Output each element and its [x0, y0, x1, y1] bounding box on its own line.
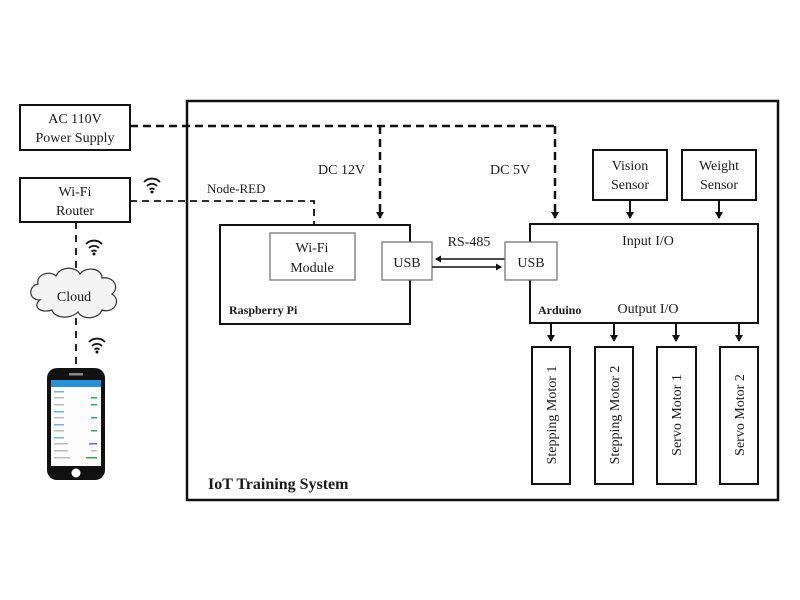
power-supply-block: AC 110V Power Supply — [19, 104, 131, 151]
stepping-motor-1-block: Stepping Motor 1 — [531, 346, 571, 485]
vision-sensor-label-1: Vision — [612, 159, 649, 174]
power-line — [130, 124, 559, 219]
wifi-router-block: Wi-Fi Router — [19, 177, 131, 223]
vision-sensor-block: Vision Sensor — [592, 149, 668, 201]
arduino-usb-label: USB — [517, 256, 544, 271]
wifi-icon — [143, 177, 161, 194]
cloud-icon — [30, 267, 117, 319]
router-label-1: Wi-Fi — [59, 185, 92, 200]
servo-motor-1-block: Servo Motor 1 — [656, 346, 697, 485]
raspberry-pi-label: Raspberry Pi — [229, 303, 298, 317]
power-supply-label-2: Power Supply — [36, 131, 115, 146]
iot-training-system-boundary — [185, 99, 780, 502]
arduino-usb-port: USB — [504, 241, 558, 281]
dc5v-label: DC 5V — [490, 163, 530, 178]
router-label-2: Router — [56, 204, 94, 219]
power-supply-label-1: AC 110V — [48, 112, 102, 127]
cloud-label: Cloud — [57, 290, 91, 305]
wifi-icon — [85, 239, 103, 256]
raspberry-pi-usb-port: USB — [381, 241, 433, 281]
system-title: IoT Training System — [208, 476, 349, 493]
rs485-label: RS-485 — [448, 235, 491, 250]
phone-app-header — [51, 380, 101, 387]
weight-sensor-label-1: Weight — [699, 159, 739, 174]
actuator-arrows — [547, 323, 743, 342]
wifi-module-label-2: Module — [290, 261, 334, 276]
output-io-label: Output I/O — [617, 302, 678, 317]
vision-sensor-label-2: Sensor — [611, 178, 649, 193]
input-io-label: Input I/O — [622, 234, 674, 249]
servo-motor-2-block: Servo Motor 2 — [719, 346, 759, 485]
weight-sensor-label-2: Sensor — [700, 178, 738, 193]
wifi-module-label-1: Wi-Fi — [296, 241, 329, 256]
stepping-motor-2-label: Stepping Motor 2 — [608, 366, 623, 465]
sensor-arrows — [626, 200, 723, 219]
dc12v-label: DC 12V — [318, 163, 365, 178]
arduino-block: Input I/O Output I/O Arduino — [529, 223, 759, 324]
rs485-link — [432, 255, 505, 271]
servo-motor-1-label: Servo Motor 1 — [670, 374, 685, 456]
node-red-label: Node-RED — [207, 181, 266, 196]
rpi-usb-label: USB — [393, 256, 420, 271]
stepping-motor-2-block: Stepping Motor 2 — [594, 346, 634, 485]
node-red-link — [130, 200, 315, 225]
smartphone-icon — [47, 368, 105, 480]
servo-motor-2-label: Servo Motor 2 — [733, 374, 748, 456]
weight-sensor-block: Weight Sensor — [681, 149, 757, 201]
stepping-motor-1-label: Stepping Motor 1 — [545, 366, 560, 465]
arduino-label: Arduino — [538, 303, 581, 317]
wifi-module-block: Wi-Fi Module — [269, 232, 356, 281]
wifi-icon — [88, 337, 106, 354]
